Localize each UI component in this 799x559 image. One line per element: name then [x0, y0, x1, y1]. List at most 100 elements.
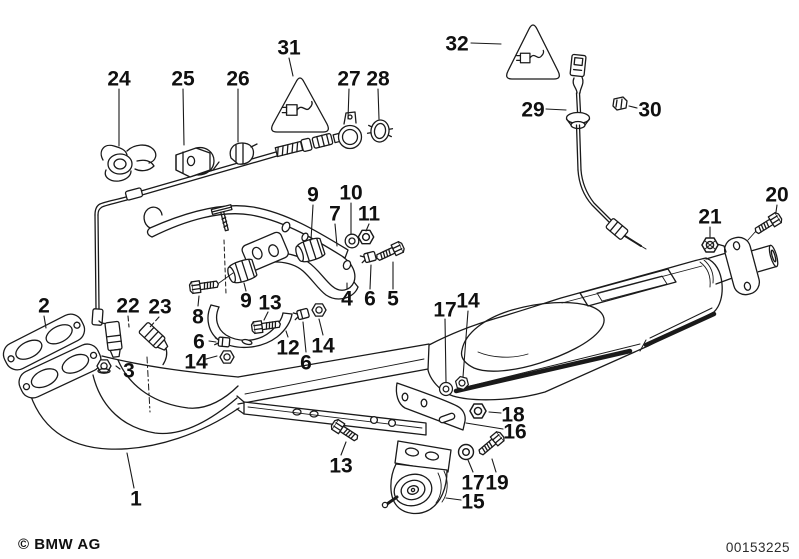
part-label-7-11: 7 — [329, 203, 341, 226]
bolt-8 — [188, 272, 234, 295]
part-label-26-2: 26 — [226, 68, 249, 91]
part-label-4-21: 4 — [341, 288, 353, 311]
leader-line-22-16 — [127, 315, 130, 328]
part-label-31-3: 31 — [277, 37, 301, 60]
leader-line-2-15 — [43, 315, 47, 329]
part-label-28-5: 28 — [366, 68, 390, 91]
leader-line-19-35 — [491, 458, 497, 473]
part-label-16-33: 16 — [503, 421, 526, 444]
part-label-18-32: 18 — [501, 404, 525, 427]
part-label-9-9: 9 — [307, 184, 319, 207]
part-label-24-0: 24 — [107, 68, 131, 91]
downpipe-1 — [27, 341, 442, 450]
clip-24 — [100, 144, 157, 182]
leader-line-18-32 — [488, 411, 502, 414]
clamp-28 — [366, 119, 394, 143]
cable-braided-section — [274, 140, 304, 158]
warning-triangle-31-icon — [271, 77, 329, 133]
bracket-plate — [241, 231, 289, 272]
nut-14a — [219, 350, 235, 364]
bracket-12 — [207, 304, 293, 348]
leader-line-20-13 — [775, 204, 778, 213]
nut-18 — [469, 403, 487, 419]
muffler-washer-17 — [438, 381, 454, 397]
leader-line-17-30 — [444, 318, 447, 383]
leader-line-12-26 — [285, 330, 289, 338]
part-label-22-16: 22 — [116, 295, 139, 318]
leader-line-9-9 — [310, 204, 314, 241]
clip-nut-6a — [213, 336, 231, 348]
oxygen-sensor-23 — [138, 322, 169, 413]
leader-line-23-17 — [149, 316, 160, 328]
leader-line-28-5 — [377, 88, 380, 120]
t-bolt-9 — [210, 204, 233, 232]
temp-sensor-29 — [565, 53, 647, 250]
leader-line-14-28 — [318, 318, 324, 336]
leader-line-17-34 — [467, 459, 474, 473]
leader-line-13-38 — [340, 441, 347, 456]
part-label-13-38: 13 — [329, 455, 352, 478]
manifold-flange-2b — [18, 343, 102, 399]
leader-line-14-25 — [205, 355, 218, 360]
part-label-32-6: 32 — [445, 33, 468, 56]
part-label-2-15: 2 — [38, 295, 50, 318]
part-label-23-17: 23 — [148, 296, 171, 319]
part-label-14-28: 14 — [311, 335, 335, 358]
leader-line-32-6 — [470, 42, 502, 45]
nut-21 — [701, 237, 719, 253]
leader-line-31-3 — [288, 57, 294, 77]
part-label-14-31: 14 — [456, 290, 480, 313]
nut-14b — [311, 303, 327, 317]
part-label-14-25: 14 — [184, 351, 208, 374]
washer-10 — [344, 233, 360, 249]
rubber-bushing-9b — [224, 256, 259, 287]
muffler — [427, 236, 779, 401]
part-label-17-30: 17 — [433, 299, 456, 322]
leader-line-8-18 — [197, 295, 200, 307]
tail-flange — [723, 236, 761, 296]
part-label-19-35: 19 — [485, 472, 508, 495]
leader-line-6-27 — [302, 321, 307, 353]
support-bar — [236, 395, 427, 436]
part-label-9-19: 9 — [240, 290, 252, 313]
leader-lines — [43, 42, 778, 501]
part-label-15-36: 15 — [461, 491, 485, 514]
part-label-6-24: 6 — [193, 331, 205, 354]
leader-line-9-19 — [243, 282, 247, 292]
part-label-6-27: 6 — [300, 352, 312, 375]
part-label-6-22: 6 — [364, 288, 376, 311]
clip-nut-6b — [292, 307, 311, 322]
bolt-5 — [373, 240, 406, 265]
bracket-4 — [232, 252, 359, 300]
bracket-16 — [395, 382, 466, 431]
part-label-10-10: 10 — [339, 182, 362, 205]
image-number: 00153225 — [725, 540, 790, 555]
nut-11 — [357, 229, 375, 245]
part-label-5-23: 5 — [387, 288, 399, 311]
part-label-25-1: 25 — [171, 68, 195, 91]
part-label-11-12: 11 — [358, 203, 381, 226]
part-label-17-34: 17 — [461, 472, 484, 495]
rubber-mount-15 — [381, 440, 452, 515]
leader-line-15-36 — [445, 497, 462, 501]
leader-line-25-1 — [182, 88, 185, 146]
leader-line-14-31 — [462, 310, 469, 378]
leader-line-7-11 — [334, 223, 338, 247]
leader-line-16-33 — [465, 422, 504, 430]
nut-3 — [96, 359, 112, 374]
leader-line-6-24 — [208, 340, 217, 343]
bolt-19 — [475, 429, 507, 459]
part-label-12-26: 12 — [276, 337, 299, 360]
warning-triangle-32-icon — [506, 24, 560, 80]
part-label-8-18: 8 — [192, 306, 204, 329]
washer-17-lower — [457, 443, 475, 461]
part-label-1-37: 1 — [130, 488, 142, 511]
part-label-29-7: 29 — [521, 99, 544, 122]
clip-25 — [175, 146, 220, 178]
leader-line-3-29 — [115, 365, 121, 370]
bolt-20 — [747, 210, 784, 241]
leader-line-30-8 — [628, 105, 638, 109]
clamp-27 — [337, 111, 363, 150]
